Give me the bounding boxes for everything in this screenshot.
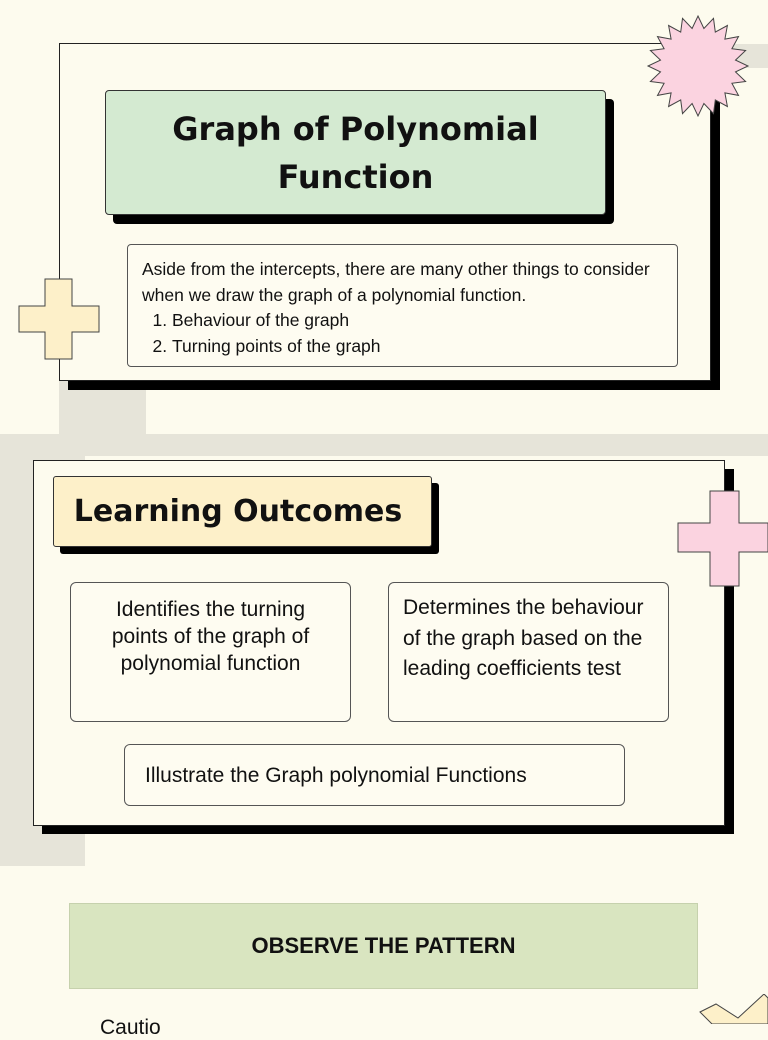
check-icon — [699, 994, 768, 1024]
starburst-icon — [646, 14, 750, 118]
list-item: Turning points of the graph — [172, 334, 663, 360]
outcomes-title-box — [53, 476, 432, 547]
intro-text: Aside from the intercepts, there are man… — [142, 259, 650, 305]
outcome-box: Identifies the turning points of the gra… — [70, 582, 351, 722]
page-title: Graph of Polynomial Function — [105, 90, 606, 215]
outcome-box: Illustrate the Graph polynomial Function… — [124, 744, 625, 806]
intro-description-box: Aside from the intercepts, there are man… — [127, 244, 678, 367]
observe-banner: OBSERVE THE PATTERN — [69, 903, 698, 989]
list-item: Behaviour of the graph — [172, 308, 663, 334]
plus-icon — [18, 278, 100, 360]
bottom-text: Cautio — [100, 1016, 161, 1039]
plus-icon — [677, 490, 768, 587]
decor-band — [0, 434, 768, 456]
outcomes-title: Learning Outcomes — [73, 494, 403, 529]
outcome-box: Determines the behaviour of the graph ba… — [388, 582, 669, 722]
consideration-list: Behaviour of the graph Turning points of… — [142, 308, 663, 359]
